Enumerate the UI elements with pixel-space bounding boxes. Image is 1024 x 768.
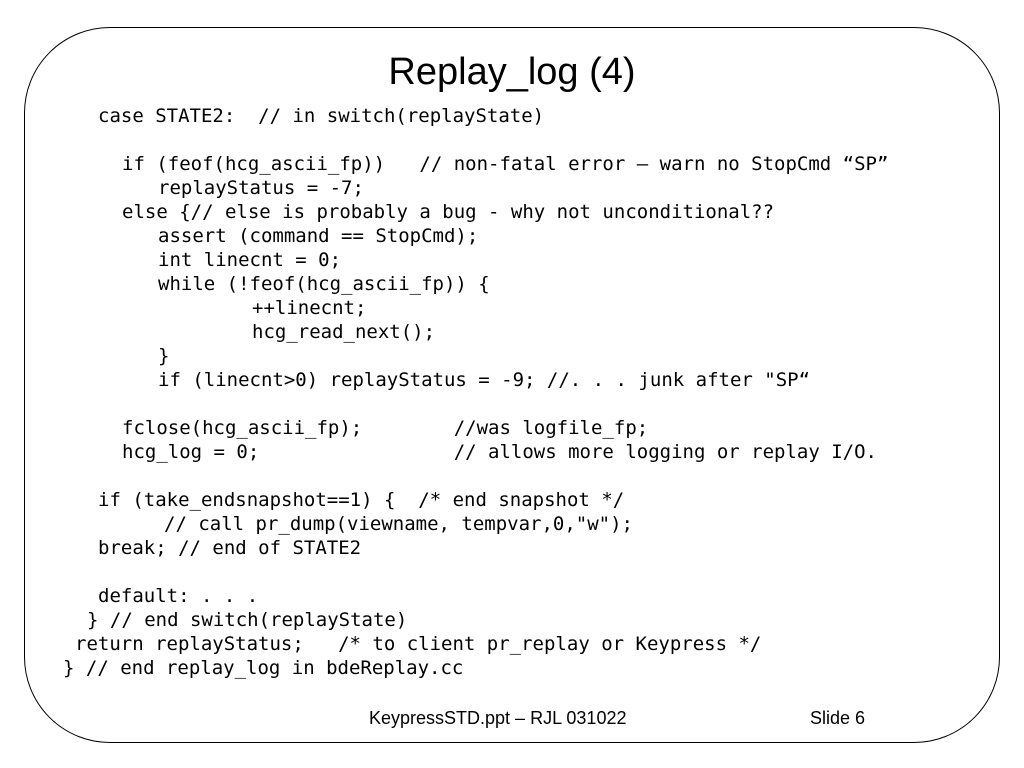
code-line: // call pr_dump(viewname, tempvar,0,"w")… [164,513,633,535]
code-line: hcg_log = 0; // allows more logging or r… [122,441,877,463]
code-line: } [158,345,170,367]
code-line: ++linecnt; [252,297,367,319]
slide-title: Replay_log (4) [388,51,636,93]
code-line: hcg_read_next(); [252,321,436,343]
footer-source: KeypressSTD.ppt – RJL 031022 [369,708,627,728]
code-line: fclose(hcg_ascii_fp); //was logfile_fp; [122,417,649,439]
code-line: while (!feof(hcg_ascii_fp)) { [158,273,490,295]
code-line: if (take_endsnapshot==1) { /* end snapsh… [98,489,625,511]
code-line: break; // end of STATE2 [98,537,362,559]
slide-number: Slide 6 [810,708,866,728]
code-line: if (feof(hcg_ascii_fp)) // non-fatal err… [122,153,889,175]
code-line: case STATE2: // in switch(replayState) [98,105,545,127]
code-line: } // end switch(replayState) [87,609,408,631]
code-line: } // end replay_log in bdeReplay.cc [63,657,464,679]
code-line: return replayStatus; /* to client pr_rep… [75,633,762,655]
code-line: default: . . . [98,585,259,607]
code-line: replayStatus = -7; [158,177,364,199]
code-line: assert (command == StopCmd); [158,225,479,247]
code-line: if (linecnt>0) replayStatus = -9; //. . … [158,369,811,391]
code-line: int linecnt = 0; [158,249,342,271]
code-line: else {// else is probably a bug - why no… [122,201,775,223]
slide-frame [24,27,1000,743]
